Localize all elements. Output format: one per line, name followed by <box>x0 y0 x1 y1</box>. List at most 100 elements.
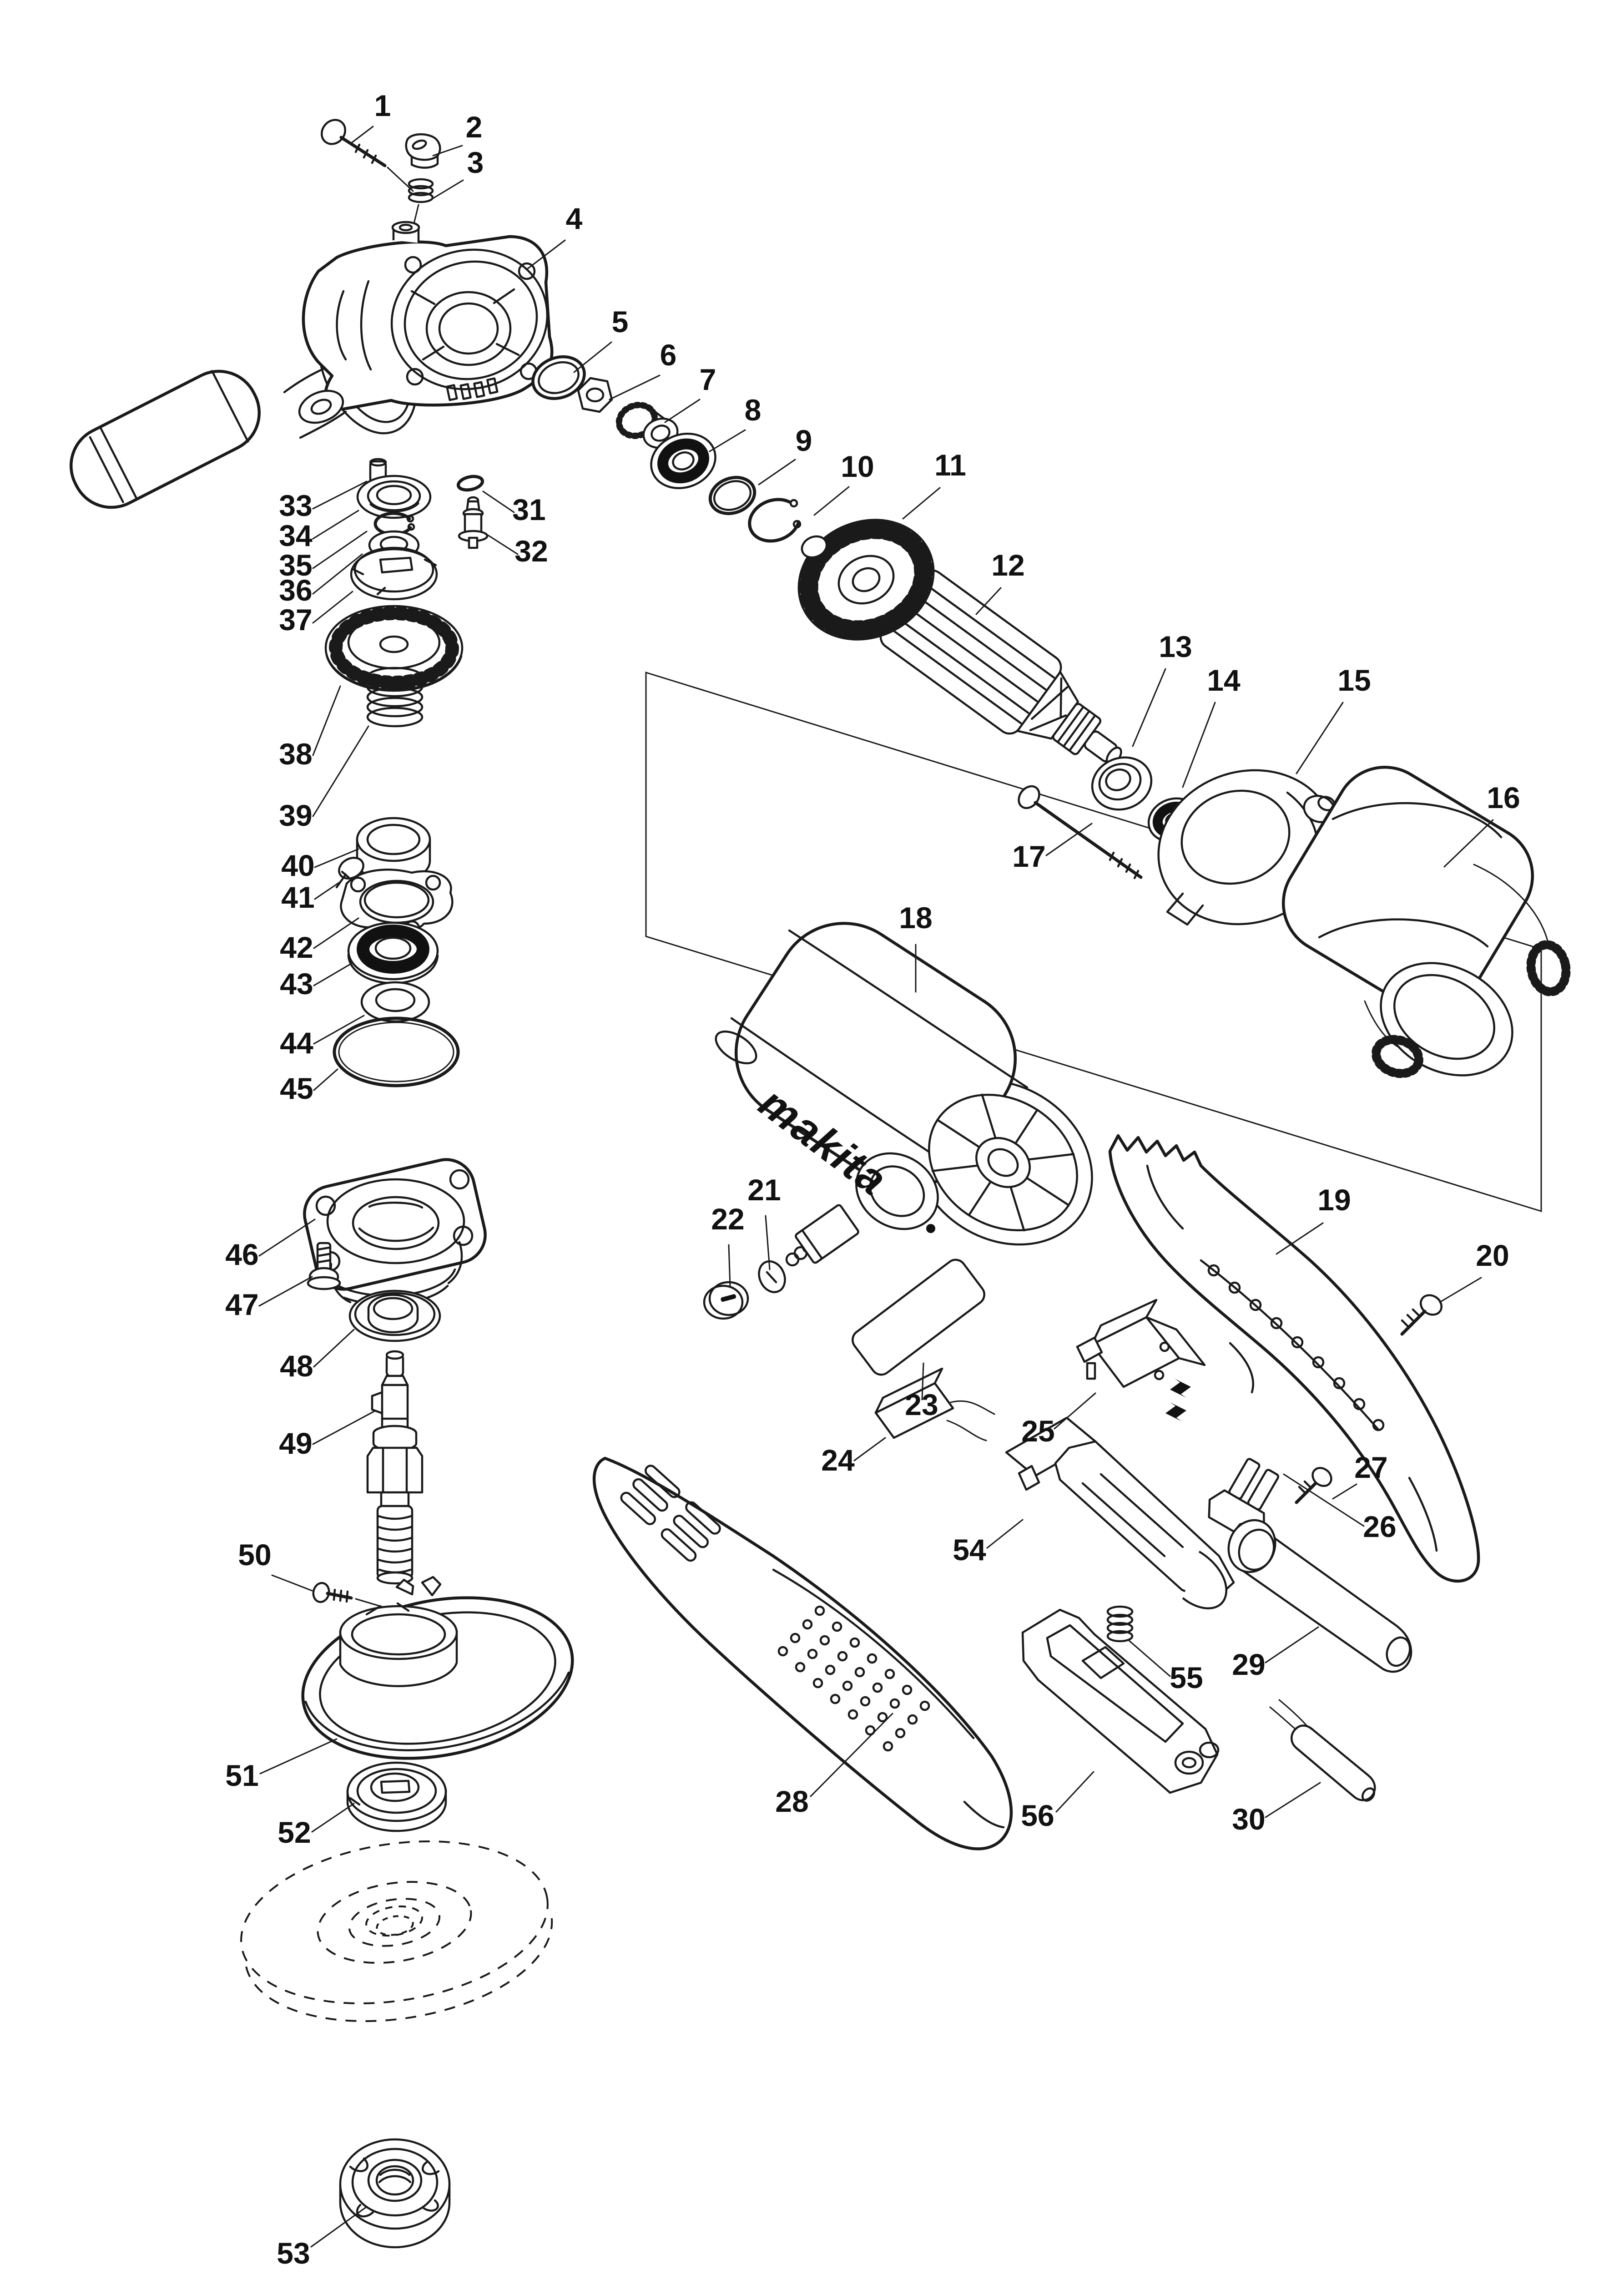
part-label-6: 6 <box>660 338 677 372</box>
part-label-36: 36 <box>279 573 312 607</box>
part-52-inner-flange <box>346 1761 447 1832</box>
leader-line-16 <box>1443 819 1494 868</box>
part-30-power-cord <box>1269 1699 1376 1802</box>
part-55-spring <box>1106 1605 1134 1643</box>
part-31-o-ring <box>456 475 484 492</box>
grinding-wheel-dashed <box>240 1840 553 2022</box>
leader-line-27 <box>1332 1483 1357 1500</box>
leader-line-9 <box>758 459 796 485</box>
part-label-29: 29 <box>1232 1648 1265 1681</box>
part-label-51: 51 <box>225 1759 258 1792</box>
part-label-56: 56 <box>1021 1799 1054 1832</box>
leader-line-39 <box>312 725 369 817</box>
part-label-13: 13 <box>1159 630 1192 663</box>
leader-line-36 <box>312 553 363 595</box>
part-label-49: 49 <box>279 1426 312 1460</box>
part-34-ball-bearing <box>356 475 432 519</box>
leader-line-35 <box>312 531 368 569</box>
part-label-11: 11 <box>934 448 966 482</box>
part-label-12: 12 <box>991 548 1024 582</box>
part-label-40: 40 <box>281 849 314 882</box>
leader-line-25 <box>1054 1392 1096 1430</box>
part-49-spindle <box>366 1350 424 1585</box>
part-9-ring <box>708 475 757 516</box>
leader-line-55 <box>1127 1639 1171 1677</box>
leader-line-32 <box>484 532 519 555</box>
leader-line-2 <box>432 145 463 157</box>
part-50-clamp-screw <box>312 1582 390 1610</box>
part-label-31: 31 <box>512 493 545 526</box>
part-label-19: 19 <box>1317 1183 1351 1217</box>
part-label-26: 26 <box>1363 1510 1396 1543</box>
leader-line-5 <box>573 341 612 373</box>
leader-line-26 <box>1283 1473 1365 1527</box>
leader-line-43 <box>313 963 352 986</box>
leader-line-34 <box>312 510 359 540</box>
part-53-lock-nut <box>339 2138 451 2249</box>
leader-line-29 <box>1265 1626 1319 1663</box>
part-label-55: 55 <box>1170 1661 1203 1694</box>
leader-line-33 <box>312 480 368 510</box>
part-label-52: 52 <box>277 1815 311 1849</box>
part-44-washer <box>360 981 430 1023</box>
leader-line-37 <box>312 591 353 624</box>
part-label-10: 10 <box>841 450 874 483</box>
leader-line-7 <box>664 399 701 423</box>
leader-line-12 <box>975 587 1002 615</box>
part-2-cap <box>405 133 441 169</box>
part-label-20: 20 <box>1476 1239 1509 1272</box>
part-label-32: 32 <box>514 534 548 568</box>
part-label-46: 46 <box>225 1238 258 1271</box>
part-37-clutch-cam <box>350 546 438 601</box>
part-18-motor-housing: makita <box>715 922 1093 1246</box>
part-label-28: 28 <box>775 1785 808 1818</box>
part-4-gear-housing <box>298 221 554 424</box>
leader-line-13 <box>1132 668 1166 747</box>
part-51-wheel-guard <box>301 1576 574 1760</box>
leader-line-56 <box>1055 1771 1094 1813</box>
leader-line-40 <box>314 848 359 868</box>
part-label-44: 44 <box>280 1026 313 1060</box>
part-25-switch <box>1076 1299 1206 1421</box>
part-label-9: 9 <box>796 424 812 457</box>
part-label-53: 53 <box>277 2236 310 2270</box>
part-label-8: 8 <box>745 393 762 427</box>
part-20-screw <box>1400 1294 1443 1336</box>
leader-line-38 <box>312 685 341 756</box>
part-43-ball-bearing <box>347 921 439 985</box>
part-label-7: 7 <box>700 363 716 396</box>
part-label-24: 24 <box>821 1443 855 1477</box>
leader-line-51 <box>259 1738 338 1774</box>
leader-line-20 <box>1439 1277 1482 1303</box>
part-label-4: 4 <box>566 202 583 235</box>
part-label-47: 47 <box>225 1288 258 1321</box>
part-11-fan <box>797 519 935 641</box>
leader-line-10 <box>813 486 850 516</box>
part-label-35: 35 <box>279 548 312 582</box>
leader-line-31 <box>482 490 515 513</box>
part-56-switch-base <box>1021 1608 1220 1794</box>
part-label-37: 37 <box>279 603 312 637</box>
part-label-50: 50 <box>238 1538 271 1572</box>
part-label-17: 17 <box>1012 839 1045 873</box>
part-label-48: 48 <box>280 1349 313 1383</box>
leader-line-45 <box>313 1068 338 1091</box>
leader-line-28 <box>810 1713 893 1797</box>
leader-line-14 <box>1182 702 1216 788</box>
part-label-41: 41 <box>281 880 314 914</box>
leader-line-11 <box>902 487 941 520</box>
part-label-45: 45 <box>280 1072 313 1105</box>
part-45-o-ring <box>333 1016 460 1087</box>
part-28-handle-housing <box>592 1456 1013 1850</box>
part-48-dust-seal <box>348 1289 441 1342</box>
part-label-16: 16 <box>1487 781 1520 814</box>
leader-line-44 <box>313 1015 365 1045</box>
part-10-snap-ring <box>748 498 802 543</box>
leader-line-47 <box>258 1276 313 1307</box>
part-17-screw-long <box>1018 785 1143 880</box>
part-16-field-stator <box>1281 766 1571 1078</box>
part-8-ball-bearing <box>650 432 716 490</box>
